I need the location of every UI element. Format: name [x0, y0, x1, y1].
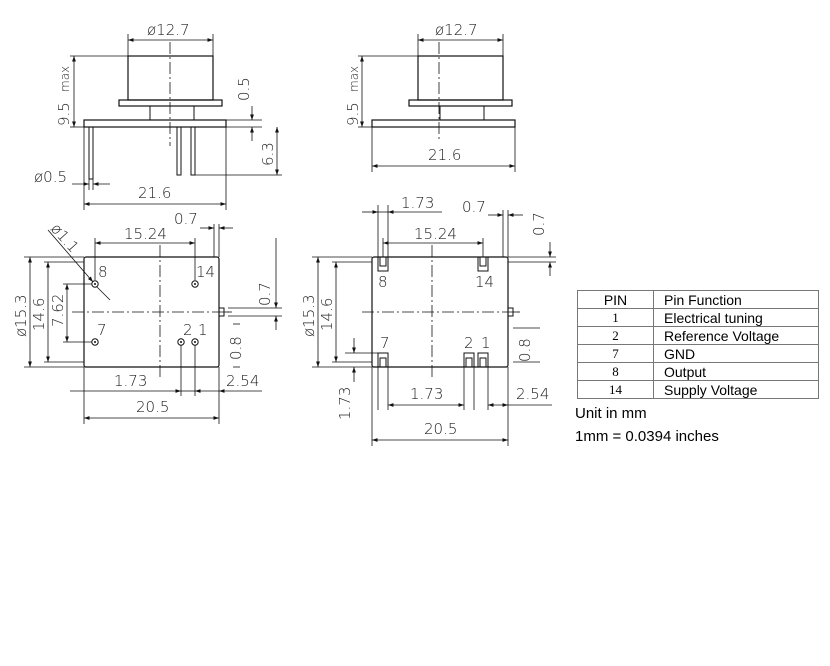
dim-outer-height: ø15.3 [300, 294, 318, 337]
dim-pin-spacing: 1.73 [410, 385, 443, 403]
dim-height: 9.5 [344, 102, 362, 126]
pin-label-1: 1 [198, 321, 208, 339]
pin-number: 7 [577, 344, 654, 363]
pin-14 [191, 280, 199, 288]
dim-right-margin: 2.54 [226, 372, 259, 390]
dim-height: 9.5 [55, 102, 73, 126]
dim-diameter: ø12.7 [147, 21, 190, 39]
pin-label-7: 7 [380, 334, 390, 352]
dim-width: 20.5 [136, 398, 169, 416]
dim-max-label: max [347, 66, 361, 92]
conversion-note: 1mm = 0.0394 inches [575, 428, 719, 445]
dim-pin-length: 6.3 [259, 142, 277, 166]
dim-side-08: 0.8 [516, 338, 534, 362]
dim-width: 21.6 [428, 146, 461, 164]
dim-side-tab: 0.7 [256, 282, 274, 306]
dim-pin-spacing: 1.73 [114, 372, 147, 390]
pin-label-1: 1 [481, 334, 491, 352]
dim-top-173: 1.73 [401, 194, 434, 212]
pad-1 [477, 352, 489, 368]
table-header-function: Pin Function [653, 290, 819, 309]
table-header-pin: PIN [577, 290, 654, 309]
table-row: 7 GND [577, 344, 819, 363]
dim-left-173: 1.73 [336, 387, 354, 420]
dim-right-margin: 2.54 [516, 385, 549, 403]
pin-function: Reference Voltage [653, 326, 819, 345]
dim-offset: 0.7 [174, 210, 198, 228]
pin-label-8: 8 [378, 273, 388, 291]
dim-base-thickness: 0.5 [235, 77, 253, 101]
pin-label-14: 14 [196, 263, 215, 281]
top-view-right: 8 14 7 2 1 1.73 0.7 15.24 0.7 ø15.3 [300, 194, 556, 446]
pad-2 [463, 352, 475, 368]
dim-outer-height: ø15.3 [12, 294, 30, 337]
table-row: 2 Reference Voltage [577, 326, 819, 345]
dim-width: 20.5 [424, 420, 457, 438]
pin-number: 1 [577, 308, 654, 327]
dim-side-08: 0.8 [227, 336, 245, 360]
dim-max-label: max [58, 66, 72, 92]
pin-function: GND [653, 344, 819, 363]
pin-function-table: PIN Pin Function 1 Electrical tuning 2 R… [577, 290, 819, 399]
top-view-left: 8 14 7 2 1 ø1.1 15.24 0.7 ø15.3 14.6 7.6 [12, 210, 282, 424]
pin-function: Output [653, 362, 819, 381]
dim-inner-height: 14.6 [318, 298, 336, 331]
pin-number: 14 [577, 380, 654, 399]
dim-width: 21.6 [138, 184, 171, 202]
dim-top-07: 0.7 [462, 198, 486, 216]
dim-right-07: 0.7 [530, 212, 548, 236]
unit-note: Unit in mm [575, 405, 647, 422]
pin-label-8: 8 [98, 263, 108, 281]
dim-inner-height: 14.6 [30, 298, 48, 331]
table-row: 1 Electrical tuning [577, 308, 819, 327]
dim-diameter: ø12.7 [435, 21, 478, 39]
dim-pin-col: 7.62 [49, 294, 67, 327]
pin-label-2: 2 [183, 321, 193, 339]
side-view-right: ø12.7 9.5 max 21.6 [344, 21, 516, 172]
pin-label-7: 7 [97, 321, 107, 339]
pin-label-14: 14 [475, 273, 494, 291]
pin-function: Electrical tuning [653, 308, 819, 327]
side-view-left: ø12.7 9.5 max 0.5 6.3 ø0.5 21.6 [34, 21, 282, 210]
dim-hole-diameter: ø1.1 [47, 220, 82, 257]
table-header-row: PIN Pin Function [577, 290, 819, 309]
pin-function: Supply Voltage [653, 380, 819, 399]
dim-pin-row: 15.24 [414, 225, 457, 243]
dim-pin-row: 15.24 [124, 225, 167, 243]
table-row: 8 Output [577, 362, 819, 381]
pin-number: 2 [577, 326, 654, 345]
dim-pin-diameter: ø0.5 [34, 168, 67, 186]
pin-label-2: 2 [464, 334, 474, 352]
pad-7 [377, 352, 389, 368]
pin-number: 8 [577, 362, 654, 381]
table-row: 14 Supply Voltage [577, 380, 819, 399]
